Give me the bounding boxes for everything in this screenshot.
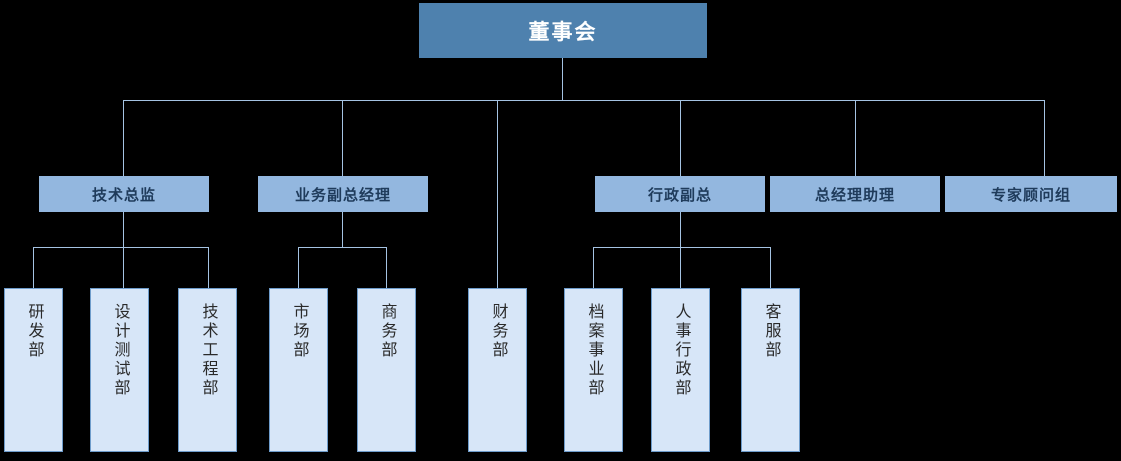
connector-bus-business-vp [298,247,387,248]
connector-drop-commerce-dept [386,247,387,288]
node-archive-dept[interactable]: 档案事业部 [564,288,623,452]
connector-stem-tech-director [123,212,124,247]
node-hr-admin-dept[interactable]: 人事行政部 [651,288,710,452]
node-commerce-dept[interactable]: 商务部 [357,288,416,452]
connector-drop-gm-assistant [855,100,856,176]
node-label: 技术工程部 [199,303,217,398]
node-label: 技术总监 [91,186,156,204]
connector-bus-tech-director [33,247,209,248]
node-gm-assistant[interactable]: 总经理助理 [770,176,940,212]
connector-drop-marketing-dept [298,247,299,288]
connector-drop-tech-director [123,100,124,176]
node-label: 行政副总 [647,186,712,204]
node-label: 市场部 [290,303,308,360]
node-label: 专家顾问组 [990,186,1071,204]
node-rnd-dept[interactable]: 研发部 [4,288,63,452]
connector-drop-business-vp [342,100,343,176]
connector-stem-business-vp [342,212,343,247]
node-marketing-dept[interactable]: 市场部 [269,288,328,452]
node-label: 设计测试部 [111,303,129,398]
connector-drop-expert-group [1044,100,1045,176]
node-tech-engineering-dept[interactable]: 技术工程部 [178,288,237,452]
connector-drop-hr-admin-dept [680,247,681,288]
connector-drop-customer-service-dept [770,247,771,288]
node-design-test-dept[interactable]: 设计测试部 [90,288,149,452]
connector-bus-admin-vp [593,247,771,248]
connector-drop-admin-vp [680,100,681,176]
node-label: 档案事业部 [585,303,603,398]
node-label: 董事会 [528,20,598,44]
connector-drop-tech-engineering-dept [208,247,209,288]
connector-root-stem [562,58,563,101]
node-business-vp[interactable]: 业务副总经理 [258,176,428,212]
connector-stem-admin-vp [680,212,681,247]
node-label: 人事行政部 [672,303,690,398]
connector-drop-rnd-dept [33,247,34,288]
node-admin-vp[interactable]: 行政副总 [595,176,765,212]
connector-drop-design-test-dept [123,247,124,288]
node-label: 财务部 [489,303,507,360]
node-label: 客服部 [762,303,780,360]
node-label: 研发部 [25,303,43,360]
node-board-of-directors[interactable]: 董事会 [419,3,707,58]
connector-drop-finance-dept [497,100,498,288]
node-customer-service-dept[interactable]: 客服部 [741,288,800,452]
node-label: 总经理助理 [814,186,895,204]
connector-drop-archive-dept [593,247,594,288]
node-finance-dept[interactable]: 财务部 [468,288,527,452]
node-expert-advisory-group[interactable]: 专家顾问组 [945,176,1117,212]
connector-main-bus [123,100,1045,101]
node-label: 业务副总经理 [294,186,391,204]
node-tech-director[interactable]: 技术总监 [39,176,209,212]
node-label: 商务部 [378,303,396,360]
